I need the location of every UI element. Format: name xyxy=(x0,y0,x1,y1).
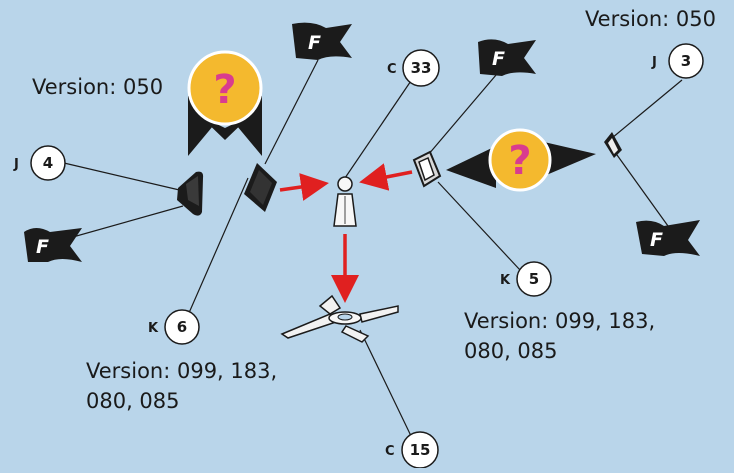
callout-prefix: J xyxy=(13,157,19,172)
pylon-icon xyxy=(333,176,357,227)
flag-left-letter: F xyxy=(36,236,49,258)
callout-number: 33 xyxy=(411,59,432,77)
callout-prefix: K xyxy=(148,321,159,336)
callout-number: 6 xyxy=(177,318,187,336)
leader-line-k6 xyxy=(184,177,249,323)
callout-k5: K 5 xyxy=(500,261,552,297)
leader-line-flag-right xyxy=(611,147,669,227)
callout-number: 4 xyxy=(43,154,53,172)
target-plate-icon xyxy=(280,294,399,343)
panel-mid-icon xyxy=(244,163,277,212)
version-label-bottom-left: Version: 099, 183, 080, 085 xyxy=(86,359,278,413)
signal-arrows xyxy=(279,163,413,303)
callout-prefix: C xyxy=(387,62,397,77)
leader-line-c15 xyxy=(359,329,413,439)
version-label-bottom-right: Version: 099, 183, 080, 085 xyxy=(464,309,656,363)
unknown-badge-left: ? xyxy=(187,50,263,156)
leader-line-j3 xyxy=(611,79,683,139)
question-mark-icon: ? xyxy=(508,138,531,184)
leader-line-k5 xyxy=(437,181,521,271)
flag-right: F xyxy=(636,220,700,256)
flag-left: F xyxy=(24,228,82,262)
arrow-right-to-center xyxy=(359,163,413,191)
callout-prefix: J xyxy=(651,55,657,70)
flag-right-letter: F xyxy=(650,229,663,251)
callout-number: 15 xyxy=(410,441,431,459)
leader-line-j4 xyxy=(63,162,189,193)
version-label-top-right: Version: 050 xyxy=(584,7,716,31)
flag-mid: F xyxy=(292,22,352,61)
leader-line-flag-center xyxy=(427,67,503,156)
version-label-left: Version: 050 xyxy=(32,75,164,99)
leader-line-flag-mid xyxy=(264,59,319,165)
callout-prefix: K xyxy=(500,273,511,288)
switch-right-icon xyxy=(604,132,622,158)
flag-center: F xyxy=(478,39,536,76)
callout-number: 5 xyxy=(529,270,539,288)
flag-center-letter: F xyxy=(492,48,505,70)
callout-k6: K 6 xyxy=(148,309,200,345)
question-mark-icon: ? xyxy=(213,67,236,113)
unknown-badge-right: ? xyxy=(446,128,596,192)
callout-j3: J 3 xyxy=(651,43,704,79)
callout-c33: C 33 xyxy=(387,49,440,87)
callout-prefix: C xyxy=(385,444,395,459)
callout-c15: C 15 xyxy=(385,431,439,469)
leader-line-c33 xyxy=(344,71,418,179)
flag-mid-letter: F xyxy=(308,32,321,54)
panel-left-icon xyxy=(177,171,204,216)
callout-j4: J 4 xyxy=(13,145,66,181)
callout-number: 3 xyxy=(681,52,691,70)
panel-right-icon xyxy=(412,150,442,188)
arrow-left-to-center xyxy=(279,173,329,201)
